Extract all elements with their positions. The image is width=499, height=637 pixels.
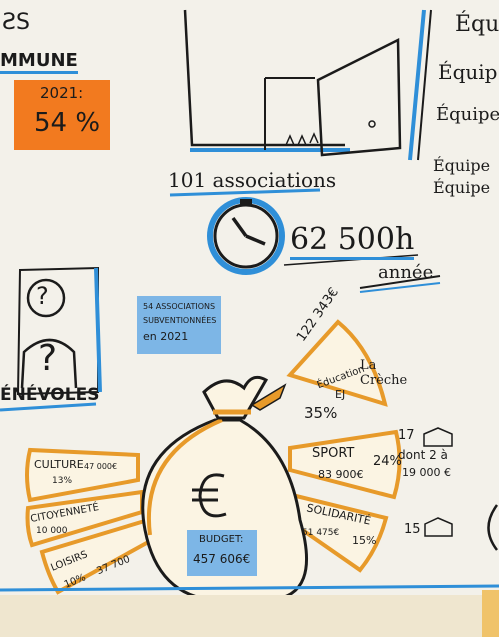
associations-count: 101 associations bbox=[168, 168, 337, 192]
right-label-5: Équipe bbox=[433, 178, 491, 197]
sport-note-count: 17 bbox=[398, 428, 415, 443]
sport-amount: 83 900€ bbox=[318, 468, 364, 481]
person-icon bbox=[16, 266, 102, 396]
budget-value: 457 606€ bbox=[193, 552, 251, 566]
culture-percent: 13% bbox=[52, 476, 73, 486]
sport-note-line2: 19 000 € bbox=[402, 466, 451, 479]
solidarite-note: 15 bbox=[404, 522, 421, 537]
orange-note-percent: 54 % bbox=[34, 108, 101, 138]
blue-note-line2: SUBVENTIONNÉES bbox=[143, 316, 217, 325]
blue-sticky-note-associations: 54 ASSOCIATIONS SUBVENTIONNÉES en 2021 bbox=[137, 296, 221, 354]
orange-sticky-note: 2021: 54 % bbox=[14, 80, 110, 150]
citoyennete-amount: 10 000 bbox=[36, 526, 68, 536]
solidarite-amount: 51 475€ bbox=[302, 528, 340, 538]
per-year-label: année bbox=[378, 262, 434, 283]
building-icon bbox=[424, 517, 453, 537]
right-label-3: Équipe bbox=[436, 104, 499, 125]
sport-percent: 24% bbox=[373, 454, 402, 469]
question-mark-body: ? bbox=[38, 338, 58, 379]
culture-name: CULTURE bbox=[34, 458, 84, 471]
building-icon bbox=[423, 427, 453, 447]
budget-label: BUDGET: bbox=[199, 534, 244, 545]
education-sub: EJ bbox=[335, 388, 346, 401]
question-mark-head: ? bbox=[36, 282, 49, 310]
blue-note-line1: 54 ASSOCIATIONS bbox=[143, 302, 216, 311]
blue-note-line3: en 2021 bbox=[143, 330, 189, 343]
orange-note-year: 2021: bbox=[40, 84, 84, 102]
clock-icon bbox=[207, 197, 285, 275]
culture-amount: 47 000€ bbox=[84, 462, 118, 471]
top-left-fragment: ƧS bbox=[2, 10, 30, 35]
sport-name: SPORT bbox=[312, 446, 355, 461]
euro-symbol: € bbox=[194, 466, 223, 520]
hours-value: 62 500h bbox=[290, 222, 415, 260]
creche-label: La Crèche bbox=[360, 358, 408, 388]
right-label-2: Équip bbox=[438, 60, 498, 84]
sport-note-line1: dont 2 à bbox=[398, 448, 448, 462]
solidarite-percent: 15% bbox=[352, 534, 377, 547]
commune-label: MMUNE bbox=[0, 50, 78, 74]
door-icon bbox=[183, 9, 402, 157]
education-percent: 35% bbox=[304, 404, 338, 422]
right-label-1: Équ bbox=[455, 12, 499, 37]
benevoles-label: ÉNÉVOLES bbox=[0, 385, 100, 405]
money-bag-icon bbox=[141, 375, 308, 602]
blue-sticky-note-budget: BUDGET: 457 606€ bbox=[187, 530, 257, 576]
right-label-4: Équipe bbox=[433, 156, 491, 175]
